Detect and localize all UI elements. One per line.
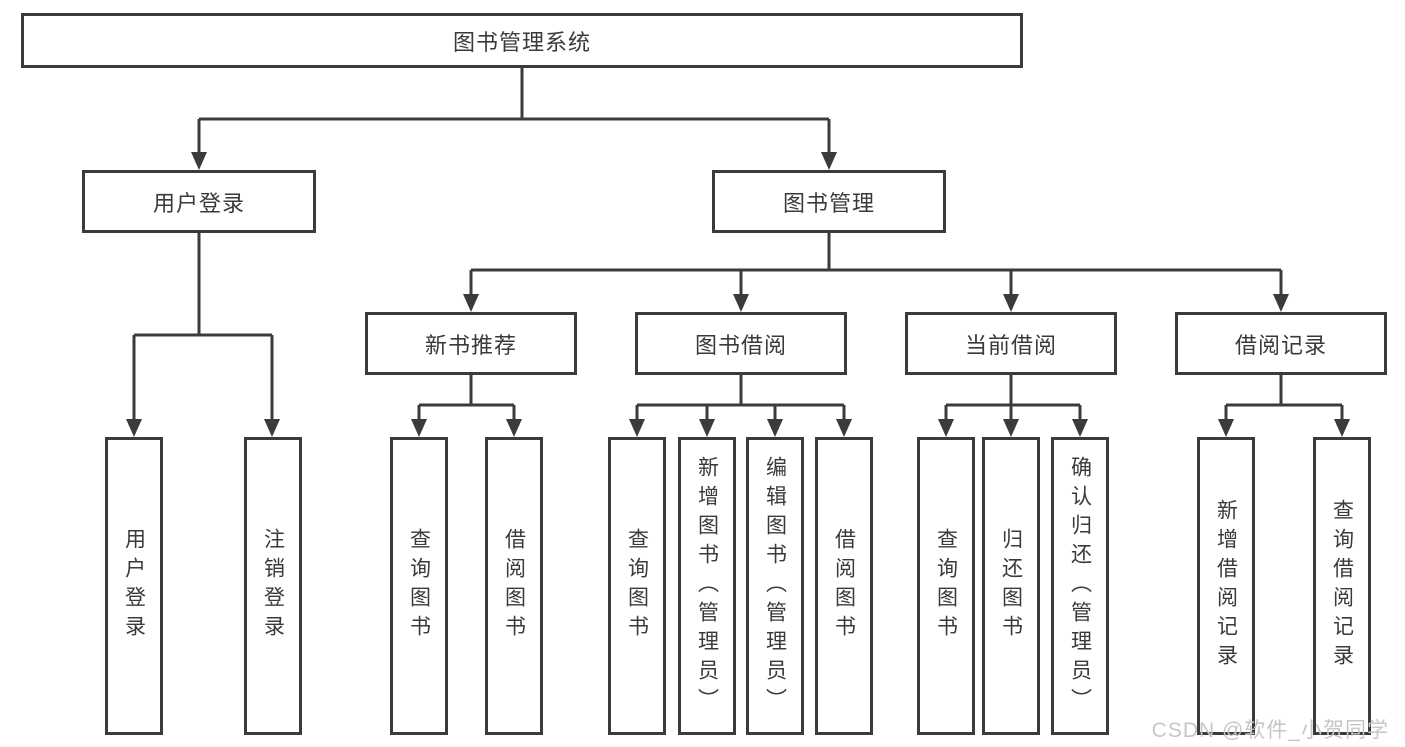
leaf-edit-books-admin-label: 编辑图书（管理员） (763, 455, 787, 717)
node-user-login: 用户登录 (82, 170, 316, 233)
leaf-confirm-return-admin-label: 确认归还（管理员） (1068, 455, 1092, 717)
node-book-management-label: 图书管理 (782, 190, 875, 216)
leaf-query-books-current: 查询图书 (917, 437, 975, 735)
connector-book-borrow-to-leaves (629, 375, 852, 437)
leaf-query-books-borrow-label: 查询图书 (625, 528, 649, 644)
leaf-borrow-books: 借阅图书 (815, 437, 873, 735)
connector-new-book-to-leaves (411, 375, 522, 437)
connector-root-to-level2 (191, 68, 837, 170)
node-book-borrow: 图书借阅 (635, 312, 847, 375)
leaf-query-books-borrow: 查询图书 (608, 437, 666, 735)
leaf-add-books-admin: 新增图书（管理员） (678, 437, 736, 735)
connector-user-login-to-leaves (126, 233, 280, 437)
node-book-management: 图书管理 (712, 170, 946, 233)
leaf-query-borrow-record: 查询借阅记录 (1313, 437, 1371, 735)
leaf-query-books-recommend: 查询图书 (390, 437, 448, 735)
node-borrow-records: 借阅记录 (1175, 312, 1387, 375)
leaf-user-login-label: 用户登录 (122, 528, 146, 644)
connector-current-borrow-to-leaves (938, 375, 1088, 437)
connector-borrow-record-to-leaves (1218, 375, 1350, 437)
connector-book-management-to-level3 (463, 233, 1289, 312)
leaf-logout-label: 注销登录 (261, 528, 285, 644)
node-library-system: 图书管理系统 (21, 13, 1023, 68)
node-library-system-label: 图书管理系统 (452, 29, 591, 55)
leaf-query-books-current-label: 查询图书 (934, 528, 958, 644)
leaf-borrow-books-recommend: 借阅图书 (485, 437, 543, 735)
node-new-book-recommend-label: 新书推荐 (424, 332, 517, 358)
leaf-edit-books-admin: 编辑图书（管理员） (746, 437, 804, 735)
node-current-borrow: 当前借阅 (905, 312, 1117, 375)
leaf-add-borrow-record-label: 新增借阅记录 (1214, 499, 1238, 673)
node-borrow-records-label: 借阅记录 (1234, 332, 1327, 358)
leaf-return-books: 归还图书 (982, 437, 1040, 735)
leaf-add-books-admin-label: 新增图书（管理员） (695, 455, 719, 717)
leaf-logout: 注销登录 (244, 437, 302, 735)
node-user-login-label: 用户登录 (152, 190, 245, 216)
leaf-borrow-books-label: 借阅图书 (832, 528, 856, 644)
csdn-watermark: CSDN @软件_小贺同学 (1151, 719, 1389, 742)
leaf-return-books-label: 归还图书 (999, 528, 1023, 644)
leaf-confirm-return-admin: 确认归还（管理员） (1051, 437, 1109, 735)
leaf-add-borrow-record: 新增借阅记录 (1197, 437, 1255, 735)
leaf-user-login: 用户登录 (105, 437, 163, 735)
node-book-borrow-label: 图书借阅 (694, 332, 787, 358)
node-current-borrow-label: 当前借阅 (964, 332, 1057, 358)
node-new-book-recommend: 新书推荐 (365, 312, 577, 375)
leaf-query-books-recommend-label: 查询图书 (407, 528, 431, 644)
leaf-borrow-books-recommend-label: 借阅图书 (502, 528, 526, 644)
leaf-query-borrow-record-label: 查询借阅记录 (1330, 499, 1354, 673)
